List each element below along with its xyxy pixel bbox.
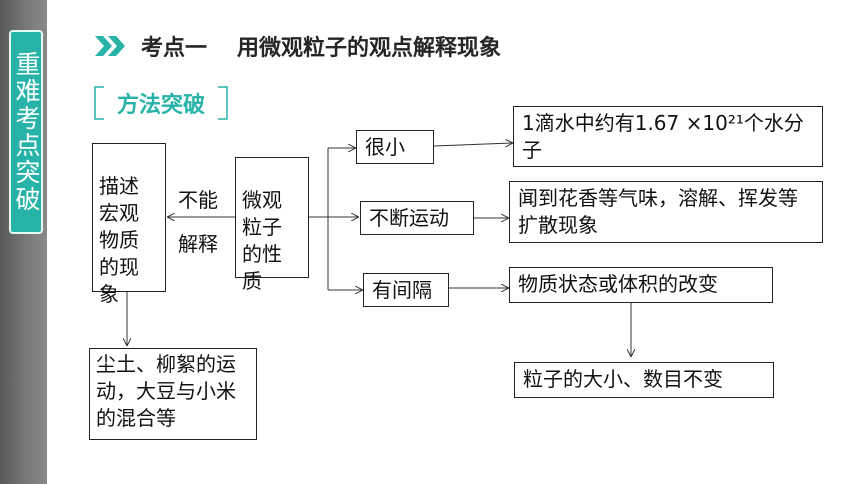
example-small-box: 1滴水中约有1.67 ×10²¹个水分子 — [513, 106, 823, 167]
example-gap-box: 物质状态或体积的改变 — [509, 267, 773, 303]
page-header: 考点一 用微观粒子的观点解释现象 — [93, 28, 501, 64]
left-sidebar: 重难考点突破 — [0, 0, 47, 484]
method-label: 方法突破 — [116, 93, 205, 118]
double-chevron-icon — [93, 34, 127, 58]
explain-label: 解释 — [178, 232, 218, 256]
property-moving: 不断运动 — [360, 201, 474, 235]
page-title: 用微观粒子的观点解释现象 — [237, 36, 502, 61]
property-small: 很小 — [356, 130, 434, 164]
property-gap: 有间隔 — [363, 273, 449, 307]
section-tab[interactable]: 重难考点突破 — [9, 30, 43, 234]
macro-examples-box: 尘土、柳絮的运动，大豆与小米的混合等 — [89, 348, 257, 440]
macro-phenomenon-box: 描述 宏观 物质 的现 象 — [92, 143, 166, 306]
example-moving-box: 闻到花香等气味，溶解、挥发等扩散现象 — [509, 181, 823, 243]
section-tab-label: 重难考点突破 — [12, 51, 41, 213]
gap-result-box: 粒子的大小、数目不变 — [514, 362, 774, 398]
micro-property-box: 微观 粒子 的性 质 — [235, 157, 309, 293]
method-badge: 方法突破 — [94, 86, 228, 120]
cannot-label: 不能 — [178, 188, 218, 212]
topic-number: 考点一 — [141, 36, 208, 61]
